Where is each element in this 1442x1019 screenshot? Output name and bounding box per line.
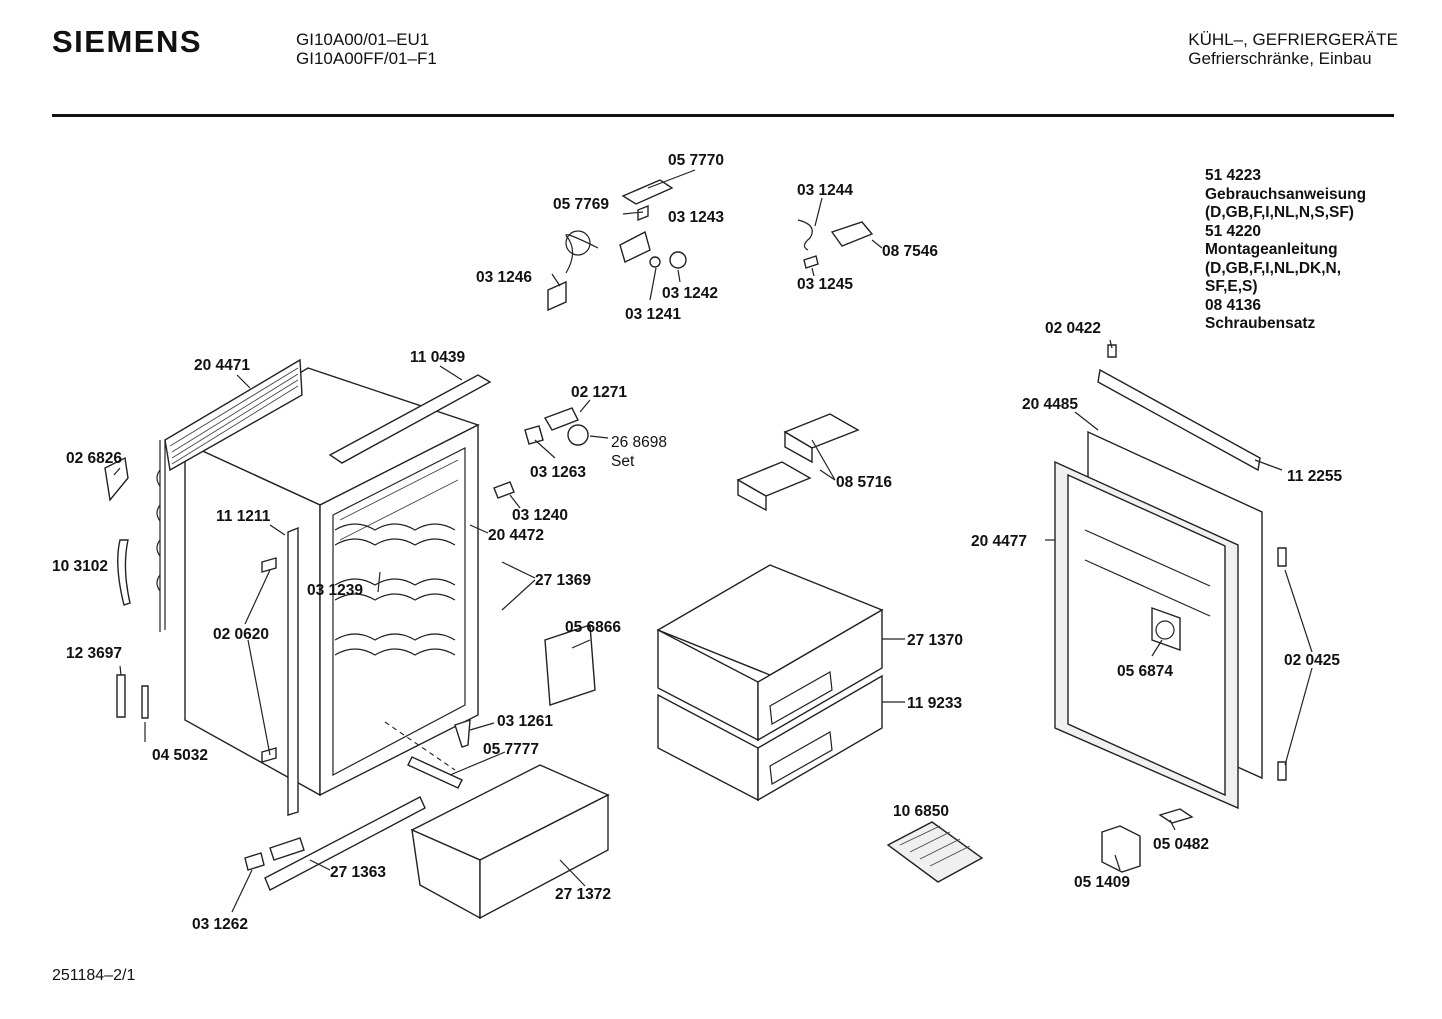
cap-part [141,685,149,719]
bracket-031261 [454,719,471,748]
brand-logo: SIEMENS [52,24,203,59]
thermostat-assembly [547,179,687,312]
label-057777: 05 7777 [483,741,539,758]
ice-tray [886,821,984,883]
clip-upper [261,557,277,573]
doc-languages-2b: SF,E,S) [1205,278,1258,295]
category-line-2: Gefrierschränke, Einbau [1188,49,1372,68]
label-031242: 03 1242 [662,285,718,302]
model-number-2: GI10A00FF/01–F1 [296,49,437,68]
label-057769: 05 7769 [553,196,609,213]
label-020425: 02 0425 [1284,652,1340,669]
label-031246: 03 1246 [476,269,532,286]
drawer-119233 [657,674,883,802]
model-numbers: GI10A00/01–EU1 GI10A00FF/01–F1 [296,30,437,68]
cold-packs [736,413,860,512]
label-271369: 27 1369 [535,572,591,589]
evaporator-shelves [334,523,456,656]
model-number-1: GI10A00/01–EU1 [296,30,430,49]
kick-plate [264,796,426,891]
part-031263 [524,425,544,445]
label-020620: 02 0620 [213,626,269,643]
label-031240: 03 1240 [512,507,568,524]
label-056866: 05 6866 [565,619,621,636]
label-204485: 20 4485 [1022,396,1078,413]
clip-lower [261,747,277,763]
part-labels: 05 7770 05 7769 03 1243 03 1246 03 1242 … [52,152,1343,933]
drawing-number: 251184–2/1 [52,967,136,984]
doc-languages-2a: (D,GB,F,I,NL,DK,N, [1205,259,1342,277]
thermostat-sensor [116,674,126,718]
drawer-271372 [410,764,610,920]
label-031241: 03 1241 [625,306,681,323]
doc-languages-1: (D,GB,F,I,NL,N,S,SF) [1205,204,1354,221]
label-031239: 03 1239 [307,582,363,599]
doc-title-2: Montageanleitung [1205,241,1338,258]
door-assembly [1054,344,1287,873]
label-021271: 02 1271 [571,384,627,401]
label-031243: 03 1243 [668,209,724,226]
doc-number-1: 51 4223 [1205,167,1262,184]
label-031261: 03 1261 [497,713,553,730]
drain-tube [117,539,131,606]
label-087546: 08 7546 [882,243,938,260]
kick-plate-clip [244,852,265,871]
leader-lines [113,169,1313,913]
label-020422: 02 0422 [1045,320,1101,337]
seal-strip [287,526,299,816]
doc-number-3: 08 4136 [1205,296,1262,314]
label-085716: 08 5716 [836,474,892,491]
bracket-057777 [407,756,463,789]
label-050482: 05 0482 [1153,836,1209,853]
label-057770: 05 7770 [668,152,724,169]
label-271370: 27 1370 [907,632,963,649]
part-268698 [567,424,589,446]
drawer-271370 [656,564,884,742]
header-rule [52,114,1394,117]
label-271372: 27 1372 [555,886,611,903]
label-111211: 11 1211 [216,508,271,525]
label-056874: 05 6874 [1117,663,1173,680]
part-021271 [543,407,579,431]
label-123697: 12 3697 [66,645,122,662]
label-204472: 20 4472 [488,527,544,544]
label-119233: 11 9233 [907,695,963,712]
light-assembly [797,219,874,269]
category-line-1: KÜHL–, GEFRIERGERÄTE [1188,30,1398,49]
label-045032: 04 5032 [152,747,208,764]
label-204477: 20 4477 [971,533,1027,550]
document-list: 51 4223 Gebrauchsanweisung (D,GB,F,I,NL,… [1205,167,1366,334]
label-051409: 05 1409 [1074,874,1130,891]
part-056866 [544,624,596,706]
label-031263: 03 1263 [530,464,586,481]
label-031262: 03 1262 [192,916,248,933]
label-268698: 26 8698 [611,434,667,451]
label-112255: 11 2255 [1287,468,1343,485]
doc-title-1: Gebrauchsanweisung [1205,185,1367,203]
label-103102: 10 3102 [52,558,108,575]
top-rail [328,374,492,464]
label-031244: 03 1244 [797,182,853,199]
label-026826: 02 6826 [66,450,122,467]
label-204471: 20 4471 [194,357,250,374]
label-271363: 27 1363 [330,864,386,881]
hinge-part [104,456,129,502]
cabinet-body [183,367,480,797]
doc-title-3: Schraubensatz [1205,315,1316,332]
kick-plate-bracket [269,837,305,861]
appliance-category: KÜHL–, GEFRIERGERÄTE Gefrierschränke, Ei… [1188,30,1398,68]
label-268698-set: Set [611,453,635,470]
label-106850: 10 6850 [893,803,949,820]
condenser-coil [156,358,303,632]
label-110439: 11 0439 [410,349,466,366]
label-031245: 03 1245 [797,276,853,293]
doc-number-2: 51 4220 [1205,222,1262,240]
part-031240 [493,481,515,499]
